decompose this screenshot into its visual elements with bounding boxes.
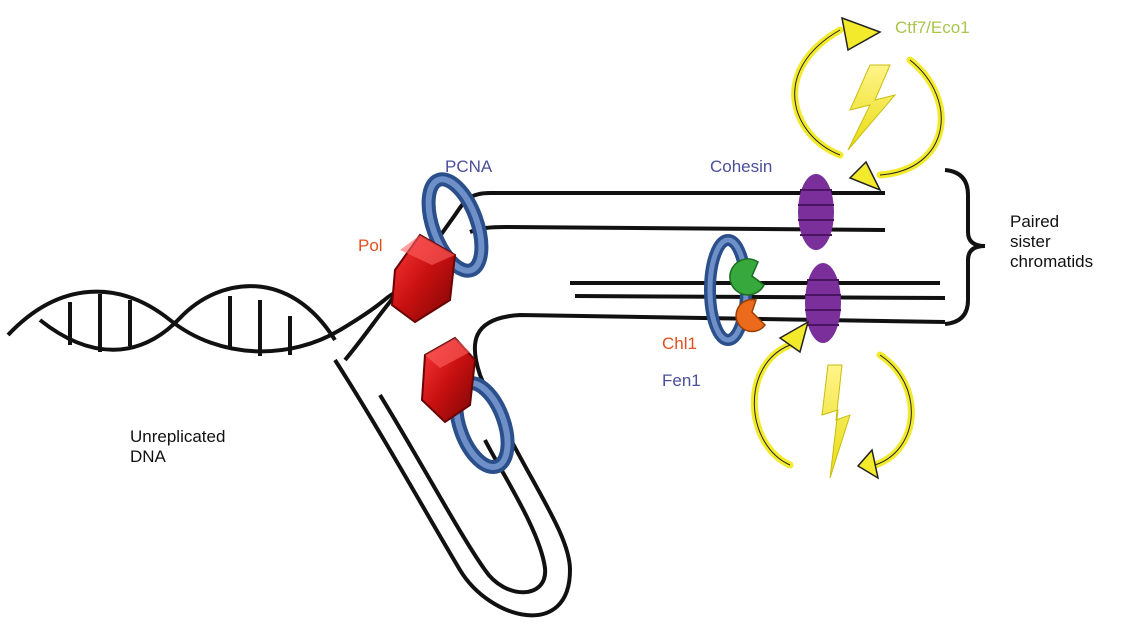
pol-label: Pol bbox=[358, 236, 383, 256]
cohesin-ring-top bbox=[798, 174, 834, 250]
dna-helix bbox=[8, 286, 400, 356]
unreplicated-dna-label: Unreplicated DNA bbox=[130, 427, 225, 467]
chl1-label: Chl1 bbox=[662, 334, 697, 354]
bracket-icon bbox=[945, 170, 985, 324]
paired-sister-chromatids-label: Paired sister chromatids bbox=[1010, 212, 1093, 272]
cohesin-label: Cohesin bbox=[710, 157, 772, 177]
lightning-bolt-bottom bbox=[822, 365, 850, 478]
polymerase-bottom bbox=[422, 338, 475, 422]
cohesin-ring-bottom bbox=[805, 263, 841, 343]
lagging-okazaki-2 bbox=[575, 296, 945, 298]
lagging-strand bbox=[335, 283, 945, 615]
ctf7-eco1-label: Ctf7/Eco1 bbox=[895, 18, 970, 38]
fen1-label: Fen1 bbox=[662, 371, 701, 391]
pcna-label: PCNA bbox=[445, 157, 492, 177]
lightning-bolt-top bbox=[848, 65, 895, 150]
